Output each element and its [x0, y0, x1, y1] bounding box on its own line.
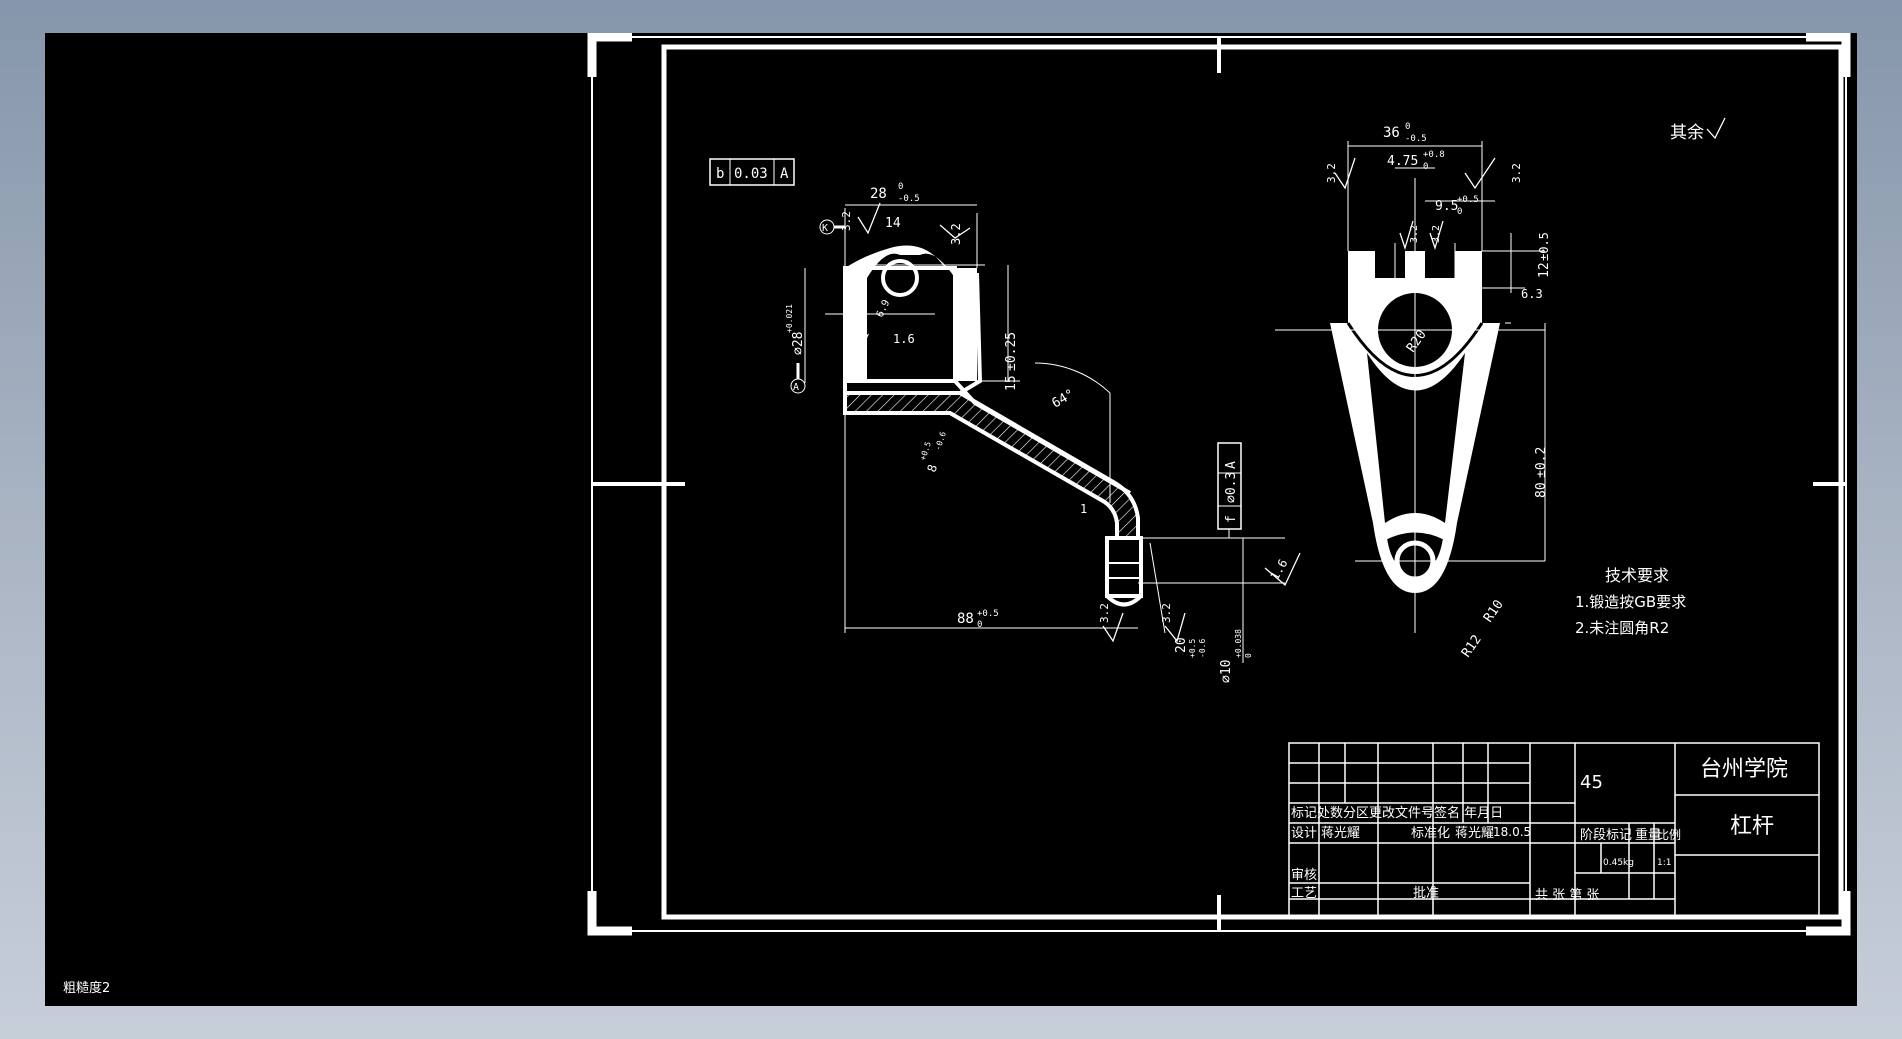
position-frame: f ∅0.3 A	[1217, 442, 1242, 538]
svg-text:±0.25: ±0.25	[1004, 332, 1019, 371]
svg-text:-0.5: -0.5	[1405, 134, 1427, 144]
flatness-frame: b 0.03 A	[709, 158, 795, 186]
svg-text:审核: 审核	[1291, 868, 1317, 883]
svg-text:1.6: 1.6	[893, 332, 915, 346]
svg-text:台州学院: 台州学院	[1700, 757, 1788, 782]
svg-text:3.2: 3.2	[1510, 163, 1523, 183]
svg-text:20: 20	[1174, 637, 1189, 653]
svg-text:0: 0	[1405, 122, 1410, 132]
svg-text:3.2: 3.2	[949, 223, 963, 245]
svg-text:±0.2: ±0.2	[1534, 447, 1549, 478]
svg-text:∅10: ∅10	[1219, 660, 1234, 683]
svg-text:f: f	[1224, 515, 1239, 523]
svg-text:b: b	[716, 166, 724, 182]
svg-text:A: A	[780, 166, 789, 182]
left-view: b 0.03 A	[709, 158, 1301, 683]
svg-text:0.03: 0.03	[734, 166, 768, 182]
title-block: 45 台州学院 杠杆 标记处数分区更改文件号签名 年月日 设计 蒋光耀 标准化 …	[1288, 742, 1820, 918]
svg-text:标记处数分区更改文件号签名 年月日: 标记处数分区更改文件号签名 年月日	[1291, 805, 1503, 821]
svg-text:3.2: 3.2	[1160, 603, 1173, 623]
svg-text:1.6: 1.6	[1267, 557, 1290, 583]
lever-part	[843, 245, 1143, 607]
svg-text:设计: 设计	[1291, 826, 1317, 841]
svg-text:0: 0	[1457, 207, 1462, 217]
svg-text:0.45kg: 0.45kg	[1603, 858, 1634, 868]
svg-text:0: 0	[1423, 162, 1428, 172]
left-dimensions	[804, 204, 1285, 663]
svg-text:14: 14	[885, 216, 901, 231]
svg-text:64°: 64°	[1050, 387, 1078, 412]
svg-text:0: 0	[1244, 653, 1253, 658]
svg-text:+0.8: +0.8	[1423, 150, 1445, 160]
svg-text:6.9: 6.9	[875, 298, 893, 319]
svg-text:∅0.3: ∅0.3	[1224, 472, 1239, 503]
svg-text:88: 88	[957, 611, 974, 627]
svg-text:2.未注圆角R2: 2.未注圆角R2	[1575, 619, 1669, 637]
svg-text:18.0.5: 18.0.5	[1493, 825, 1531, 839]
svg-text:+0.5: +0.5	[1188, 639, 1197, 658]
svg-text:-0.5: -0.5	[898, 194, 920, 204]
svg-text:技术要求: 技术要求	[1605, 566, 1669, 585]
sheet-frame	[587, 33, 1851, 936]
svg-text:1:1: 1:1	[1657, 858, 1671, 868]
roughness-symbols	[857, 202, 1301, 643]
svg-text:1: 1	[1080, 502, 1087, 516]
svg-text:K: K	[822, 223, 828, 234]
svg-text:共 张 第 张: 共 张 第 张	[1535, 888, 1599, 903]
svg-text:+0.5: +0.5	[977, 609, 999, 619]
svg-text:3.2: 3.2	[1098, 603, 1111, 623]
svg-text:批准: 批准	[1413, 886, 1439, 901]
status-text: 粗糙度2	[63, 981, 111, 996]
svg-text:比例: 比例	[1657, 828, 1681, 842]
svg-text:80: 80	[1534, 482, 1549, 498]
other-roughness-note: 其余	[1670, 117, 1726, 143]
svg-text:+0.038: +0.038	[1234, 629, 1243, 658]
svg-text:15: 15	[1004, 375, 1019, 391]
svg-text:重量: 重量	[1635, 827, 1661, 843]
svg-text:±0.5: ±0.5	[1537, 232, 1551, 261]
svg-text:4.75: 4.75	[1387, 154, 1418, 169]
svg-text:+0.5: +0.5	[1457, 195, 1479, 205]
svg-text:R10: R10	[1481, 597, 1507, 625]
drawing-canvas[interactable]: b 0.03 A	[45, 33, 1857, 1006]
svg-text:12: 12	[1537, 262, 1552, 278]
svg-text:R12: R12	[1459, 632, 1485, 660]
cad-viewport[interactable]: b 0.03 A	[45, 33, 1857, 1006]
svg-text:+0.021: +0.021	[785, 304, 794, 333]
svg-text:3.2: 3.2	[1431, 225, 1442, 243]
svg-text:3.2: 3.2	[1325, 163, 1338, 183]
svg-text:A: A	[793, 382, 799, 393]
svg-text:∅28: ∅28	[791, 332, 806, 355]
svg-text:工艺: 工艺	[1291, 886, 1317, 901]
svg-text:0: 0	[898, 182, 903, 192]
svg-text:8: 8	[925, 463, 941, 474]
svg-text:36: 36	[1383, 125, 1400, 141]
right-roughness	[1334, 157, 1496, 251]
svg-text:-0.6: -0.6	[1198, 639, 1207, 658]
svg-text:28: 28	[870, 186, 887, 202]
svg-text:9.5: 9.5	[1435, 199, 1458, 214]
svg-text:0: 0	[977, 620, 982, 630]
svg-text:蒋光耀: 蒋光耀	[1321, 826, 1360, 841]
svg-text:45: 45	[1580, 772, 1603, 793]
svg-text:1.锻造按GB要求: 1.锻造按GB要求	[1575, 593, 1686, 611]
svg-text:3.2: 3.2	[1409, 225, 1420, 243]
svg-text:蒋光耀: 蒋光耀	[1455, 826, 1494, 841]
svg-text:+0.5: +0.5	[918, 440, 933, 461]
svg-text:6.3: 6.3	[1521, 287, 1543, 301]
tech-requirements: 技术要求 1.锻造按GB要求 2.未注圆角R2	[1575, 566, 1686, 637]
right-dimensions	[1275, 141, 1546, 633]
svg-text:A: A	[1224, 461, 1239, 469]
svg-text:阶段标记: 阶段标记	[1580, 828, 1632, 843]
svg-text:标准化: 标准化	[1411, 826, 1450, 841]
svg-text:其余: 其余	[1670, 123, 1704, 143]
svg-text:-0.6: -0.6	[933, 430, 948, 451]
svg-text:杠杆: 杠杆	[1730, 814, 1774, 839]
right-view: 36 0 -0.5 4.75 +0.8 0 9.5 +0.5 0 12 ±0.5…	[1275, 122, 1552, 660]
